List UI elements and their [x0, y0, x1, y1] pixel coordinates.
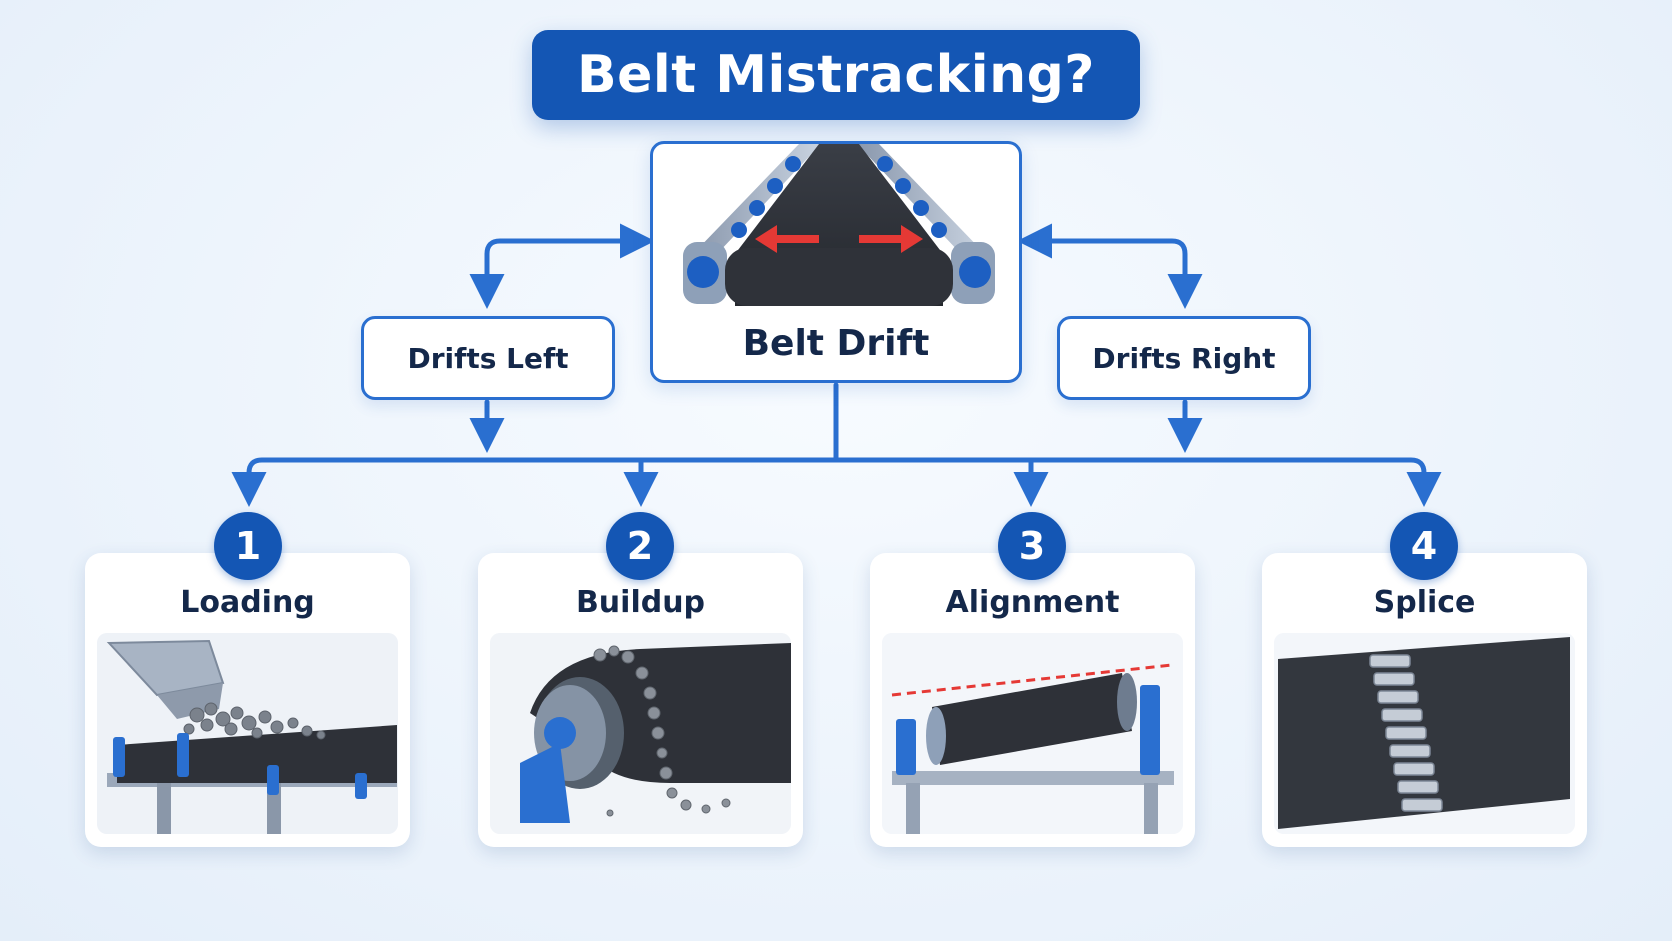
- cause-card-alignment: Alignment: [870, 553, 1195, 847]
- conveyor-drift-icon: [683, 144, 995, 306]
- cause-card-buildup: Buildup: [478, 553, 803, 847]
- cause-label: Alignment: [945, 585, 1120, 620]
- drifts-right-node: Drifts Right: [1057, 316, 1311, 400]
- drifts-left-label: Drifts Left: [407, 341, 569, 375]
- cause-card-loading: Loading: [85, 553, 410, 847]
- step-number-badge: 1: [214, 512, 282, 580]
- connector-bus: [246, 457, 1427, 503]
- belt-splice-icon: [1274, 633, 1575, 834]
- belt-drift-node: Belt Drift: [650, 141, 1022, 383]
- drifts-right-label: Drifts Right: [1092, 341, 1276, 375]
- title-banner: Belt Mistracking?: [532, 30, 1140, 120]
- cause-label: Loading: [180, 585, 315, 620]
- connector-center-to-right: [1017, 223, 1203, 309]
- step-number-badge: 4: [1390, 512, 1458, 580]
- step-number-badge: 2: [606, 512, 674, 580]
- center-node-label: Belt Drift: [742, 323, 930, 364]
- step-number-badge: 3: [998, 512, 1066, 580]
- off-center-loading-icon: [97, 633, 398, 834]
- connector-center-to-left: [469, 223, 655, 309]
- page-title: Belt Mistracking?: [577, 45, 1095, 105]
- idler-misalignment-icon: [882, 633, 1183, 834]
- cause-label: Splice: [1373, 585, 1476, 620]
- cause-label: Buildup: [575, 585, 706, 620]
- cause-card-splice: Splice: [1262, 553, 1587, 847]
- material-buildup-icon: [490, 633, 791, 834]
- drifts-left-node: Drifts Left: [361, 316, 615, 400]
